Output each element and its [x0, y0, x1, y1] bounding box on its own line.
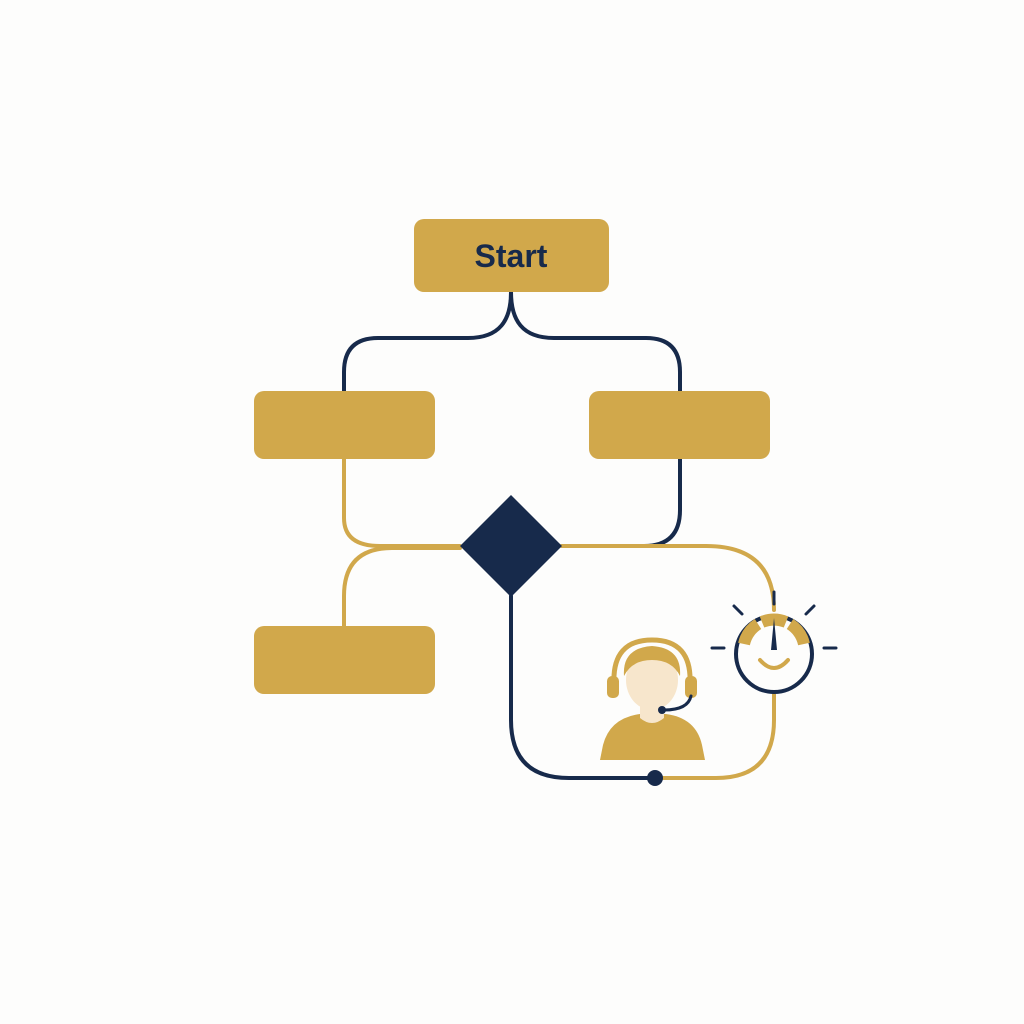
process-box-left[interactable] [254, 391, 435, 459]
connector-diamond-down [509, 594, 657, 780]
agent-body [600, 714, 705, 760]
connector-meter-down [653, 686, 776, 780]
connector-diamond-to-bottom-left [342, 546, 462, 628]
connector-loop-right [560, 544, 776, 612]
customer-support-agent-icon [600, 637, 705, 760]
process-box-bottom-left[interactable] [254, 626, 435, 694]
start-node-box [414, 219, 609, 292]
connector-right-to-diamond [560, 456, 682, 548]
navy-connectors [342, 290, 682, 780]
connector-start-left [342, 290, 513, 394]
connector-start-right [509, 290, 682, 394]
diamond-icon[interactable] [460, 495, 562, 597]
connector-left-to-diamond [342, 456, 462, 548]
start-node[interactable]: Start [414, 219, 609, 292]
start-node-label: Start [475, 238, 548, 274]
process-box-right[interactable] [589, 391, 770, 459]
junction-dot-icon [647, 770, 663, 786]
gold-connectors [342, 456, 776, 780]
satisfaction-meter-icon [710, 590, 838, 694]
